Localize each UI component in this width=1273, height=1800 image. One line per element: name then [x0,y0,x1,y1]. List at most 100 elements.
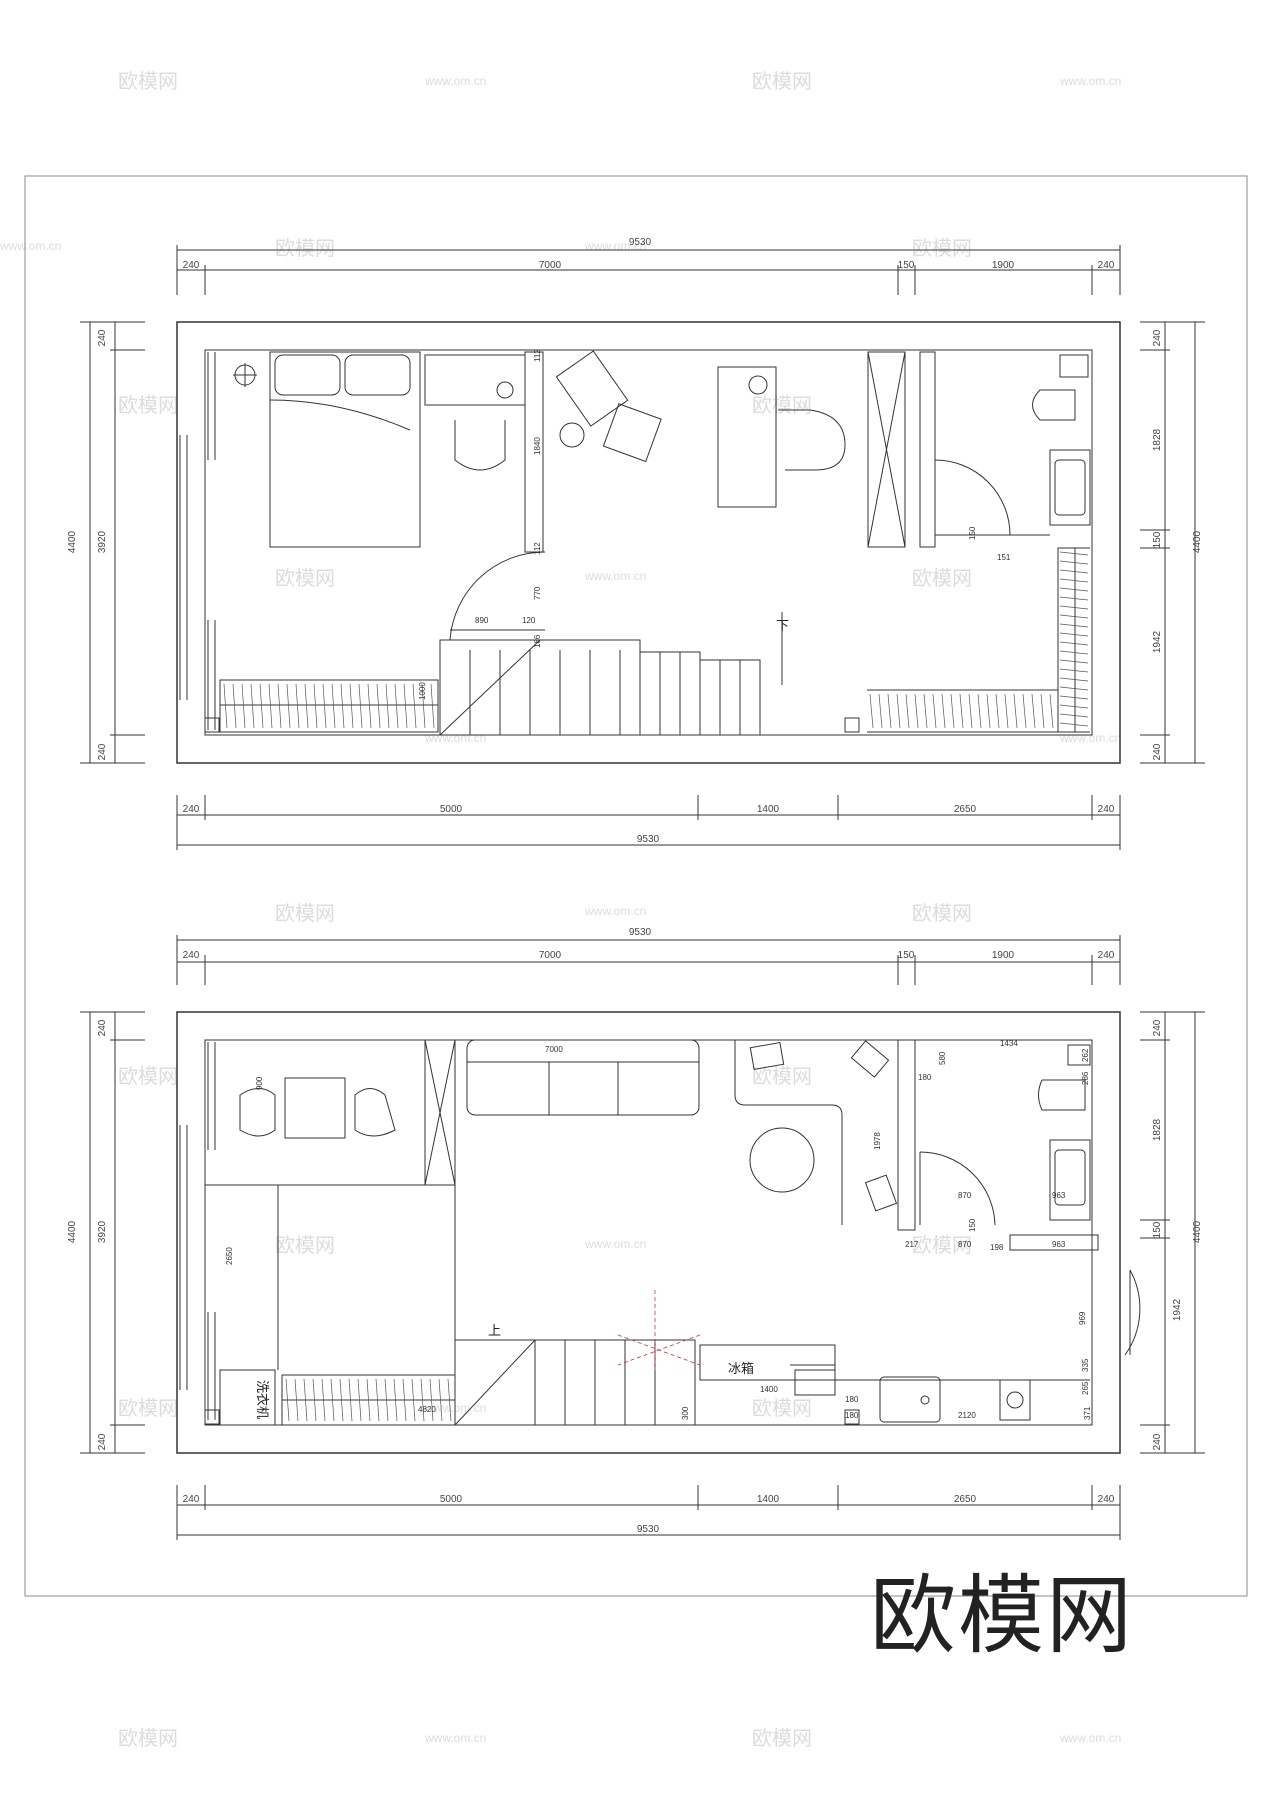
hatch-line [412,683,417,729]
hatch-line [375,1378,380,1422]
hatch-line [977,693,982,729]
dim-inner: 151 [997,553,1011,562]
upper-plan-dimensions: 9530 240 7000 150 1900 240 240 5000 1400… [67,237,1203,845]
dim-left-segment: 240 [97,1433,108,1450]
dim-total-left: 4400 [67,1220,78,1243]
dim-top-segment: 150 [898,260,915,271]
watermark-url: www.om.cn [584,1237,646,1251]
dim-inner: 262 [1081,1048,1090,1062]
dim-inner: 286 [1081,1071,1090,1085]
watermark-logo: 欧模网 [752,1396,812,1420]
dim-total-bottom: 9530 [637,1524,660,1535]
hatch-line [376,683,381,729]
watermark-url: www.om.cn [424,731,486,745]
dim-left-segment: 240 [97,1019,108,1036]
hatch-line [986,693,991,729]
hatch-line [1059,614,1089,619]
hatch-line [1059,578,1089,583]
dim-bottom-segment: 1400 [757,1494,780,1505]
hatch-line [1059,551,1089,556]
hatch-line [384,1378,389,1422]
watermark-logo: 欧模网 [912,236,972,260]
hatch-line [1059,641,1089,646]
hatch-line [1031,693,1036,729]
hatch-line [1059,587,1089,592]
dim-inner: 150 [968,526,977,540]
dim-right-segment: 240 [1152,329,1163,346]
hatch-line [348,1378,353,1422]
hatch-line [339,1378,344,1422]
dim-total-right: 4400 [1192,530,1203,553]
dim-inner: 7000 [545,1045,563,1054]
hatch-line [294,1378,299,1422]
hatch-line [1059,722,1089,727]
hatch-line [1059,713,1089,718]
dim-bottom-segment: 2650 [954,804,977,815]
dim-right-segment: 240 [1152,1019,1163,1036]
hatch-line [1059,623,1089,628]
hatch-line [421,683,426,729]
dim-inner: 900 [255,1076,264,1090]
hatch-line [1059,659,1089,664]
dim-bottom-segment: 240 [1098,1494,1115,1505]
watermark-logo: 欧模网 [118,1064,178,1088]
hatch-line [1059,677,1089,682]
hatch-line [241,683,246,729]
dim-right-segment: 240 [1152,1433,1163,1450]
hatch-line [430,683,435,729]
watermark-url: www.om.cn [584,904,646,918]
dim-inner: 4820 [418,1405,436,1414]
dim-top-segment: 240 [1098,950,1115,961]
fridge-label: 冰箱 [728,1361,754,1377]
hatch-line [403,683,408,729]
stair-down-label: 下 [776,619,789,634]
dim-inner: 870 [958,1191,972,1200]
dim-left-segment: 240 [97,329,108,346]
hatch-line [402,1378,407,1422]
hatch-line [367,683,372,729]
hatch-line [420,1378,425,1422]
hatch-line [1059,686,1089,691]
hatch-line [1059,650,1089,655]
dim-bottom-segment: 240 [183,1494,200,1505]
dim-inner: 217 [905,1240,919,1249]
watermark-url: www.om.cn [424,74,486,88]
hatch-line [1013,693,1018,729]
dim-right-segment: 1828 [1152,428,1163,451]
hatch-line [995,693,1000,729]
hatch-line [321,1378,326,1422]
hatch-line [366,1378,371,1422]
dim-top-segment: 7000 [539,950,562,961]
watermark-logo: 欧模网 [118,69,178,93]
hatch-line [349,683,354,729]
watermark-url: www.om.cn [0,239,61,253]
hatch-line [330,1378,335,1422]
hatch-line [1059,668,1089,673]
hatch-line [394,683,399,729]
hatch-line [887,693,892,729]
hatch-line [941,693,946,729]
dim-inner: 335 [1081,1358,1090,1372]
hatch-line [429,1378,434,1422]
dim-inner: 890 [475,616,489,625]
dim-total-left: 4400 [67,530,78,553]
hatch-line [232,683,237,729]
watermark-logo: 欧模网 [912,901,972,925]
dim-inner: 180 [845,1411,859,1420]
hatch-line [303,1378,308,1422]
dim-right-segment: 1828 [1152,1118,1163,1141]
dim-left-segment: 3920 [97,1220,108,1243]
dim-inner: 150 [968,1218,977,1232]
watermark-url: www.om.cn [1059,74,1121,88]
dim-inner: 2120 [958,1411,976,1420]
dim-total-top: 9530 [629,237,652,248]
hatch-line [313,683,318,729]
hatch-line [285,1378,290,1422]
watermark-logo: 欧模网 [275,901,335,925]
watermark-url: www.om.cn [584,569,646,583]
hatch-line [295,683,300,729]
watermark-url: www.om.cn [1059,1731,1121,1745]
dim-top-segment: 240 [183,950,200,961]
hatch-line [331,683,336,729]
